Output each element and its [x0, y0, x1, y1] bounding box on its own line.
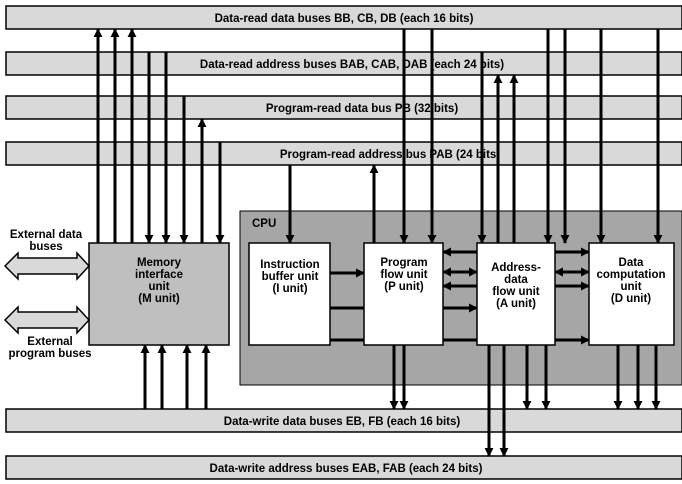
instruction-label-line-2: buffer unit: [262, 271, 319, 283]
data-computation-label-line-2: computation: [597, 269, 666, 281]
bus-data-write-address: Data-write address buses EAB, FAB (each …: [5, 455, 682, 480]
bus-program-read-data-label: Program-read data bus PB (32 bits): [266, 103, 459, 115]
bus-program-read-address: Program-read address bus PAB (24 bits): [5, 141, 682, 166]
external-program-label-line-1: External: [27, 336, 72, 348]
bus-program-read-address-label: Program-read address bus PAB (24 bits): [280, 149, 500, 161]
bus-data-read-address-label: Data-read address buses BAB, CAB, DAB (e…: [200, 59, 504, 71]
instruction-buffer-unit: [248, 242, 331, 346]
program-label-line-2: flow unit: [380, 269, 427, 281]
program-label-line-1: Program: [380, 257, 427, 269]
bus-data-read-address: Data-read address buses BAB, CAB, DAB (e…: [5, 51, 682, 76]
data-computation-label-line-4: (D unit): [611, 293, 651, 305]
memory-label-line-4: (M unit): [138, 293, 180, 305]
memory-label-line-2: interface: [135, 269, 183, 281]
external-program-label-line-2: program buses: [8, 348, 91, 360]
memory-label-line-3: unit: [148, 281, 169, 293]
external-data-bus-arrow: [3, 251, 91, 281]
bus-data-read: Data-read data buses BB, CB, DB (each 16…: [5, 5, 682, 30]
connection-lines: [93, 28, 663, 457]
memory-interface-unit: [88, 242, 230, 346]
data-computation-label-line-3: unit: [620, 281, 641, 293]
instruction-label-line-3: (I unit): [272, 283, 307, 295]
address-label-line-4: (A unit): [496, 298, 536, 310]
cpu-label: CPU: [252, 218, 276, 230]
bus-program-read-data: Program-read data bus PB (32 bits): [5, 95, 682, 120]
data-computation-unit: [588, 242, 675, 346]
memory-label-line-1: Memory: [137, 257, 182, 269]
address-label-line-2: data: [504, 274, 528, 286]
program-flow-unit: [363, 242, 444, 346]
external-data-label-line-1: External data: [10, 229, 83, 241]
data-computation-label-line-1: Data: [619, 257, 645, 269]
bus-data-write-address-label: Data-write address buses EAB, FAB (each …: [210, 463, 483, 475]
bus-data-read-label: Data-read data buses BB, CB, DB (each 16…: [215, 13, 474, 25]
address-data-flow-unit: [476, 242, 556, 346]
external-program-bus-arrow: [3, 305, 91, 335]
bus-data-write-label: Data-write data buses EB, FB (each 16 bi…: [224, 416, 461, 428]
program-label-line-3: (P unit): [384, 281, 424, 293]
address-label-line-3: flow unit: [492, 286, 539, 298]
address-label-line-1: Address-: [491, 262, 541, 274]
external-data-label-line-2: buses: [29, 241, 62, 253]
instruction-label-line-1: Instruction: [260, 259, 319, 271]
bus-data-write: Data-write data buses EB, FB (each 16 bi…: [5, 408, 682, 433]
